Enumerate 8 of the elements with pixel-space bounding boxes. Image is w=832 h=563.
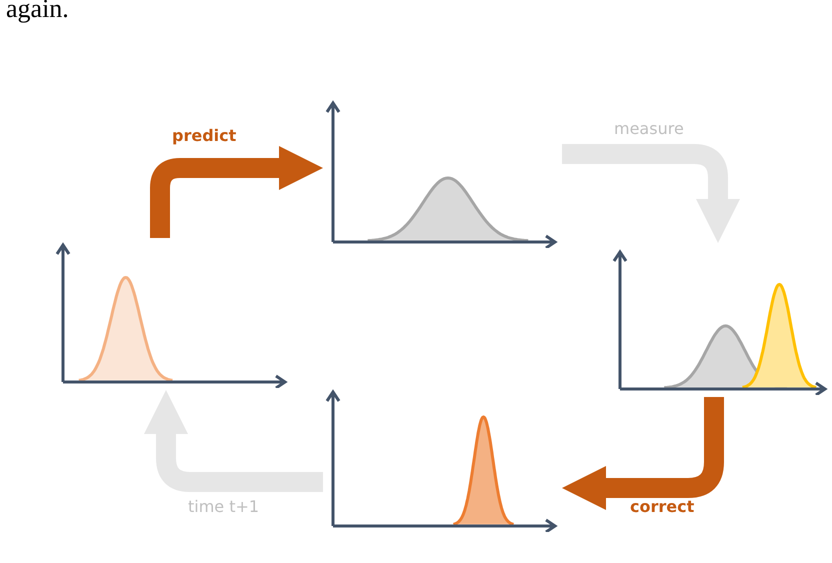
bent-arrow [144,390,323,492]
edge-label: correct [630,497,694,516]
bent-arrow [562,397,724,510]
bent-arrow [562,144,740,243]
edge-label: measure [614,119,684,138]
edge-label: time t+1 [188,497,260,516]
edge-label: predict [172,126,236,145]
text-fragment: again. [6,0,69,24]
